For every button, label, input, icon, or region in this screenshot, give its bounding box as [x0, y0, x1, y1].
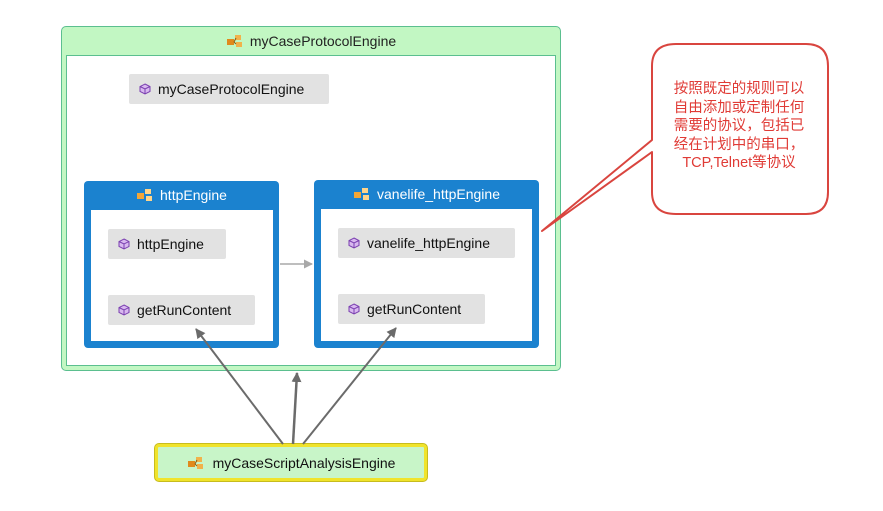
method-cube-icon: [348, 237, 360, 249]
class-icon: [136, 187, 154, 203]
method-cube-icon: [139, 83, 151, 95]
vanelife-engine-header: vanelife_httpEngine: [314, 183, 539, 205]
method-cube-icon: [348, 303, 360, 315]
callout-text: 按照既定的规则可以 自由添加或定制任何 需要的协议，包括已 经在计划中的串口， …: [673, 81, 805, 171]
vanelife-engine-getruncontent-label: getRunContent: [367, 301, 462, 317]
http-engine-title: httpEngine: [160, 187, 227, 203]
script-analysis-engine-class-box[interactable]: myCaseScriptAnalysisEngine: [155, 444, 427, 481]
outer-member-label: myCaseProtocolEngine: [158, 81, 305, 97]
vanelife-engine-getruncontent-chip[interactable]: getRunContent: [338, 294, 485, 324]
vanelife-engine-member-chip[interactable]: vanelife_httpEngine: [338, 228, 515, 258]
vanelife-engine-title: vanelife_httpEngine: [377, 186, 500, 202]
vanelife-engine-member-label: vanelife_httpEngine: [367, 235, 490, 251]
http-engine-header: httpEngine: [84, 184, 279, 206]
class-icon: [226, 33, 244, 49]
http-engine-getruncontent-label: getRunContent: [137, 302, 232, 318]
script-analysis-engine-title: myCaseScriptAnalysisEngine: [212, 454, 396, 471]
outer-class-title: myCaseProtocolEngine: [249, 33, 397, 49]
http-engine-getruncontent-chip[interactable]: getRunContent: [108, 295, 255, 325]
class-icon: [187, 455, 205, 471]
outer-member-chip[interactable]: myCaseProtocolEngine: [129, 74, 329, 104]
method-cube-icon: [118, 238, 130, 250]
class-icon: [353, 186, 371, 202]
method-cube-icon: [118, 304, 130, 316]
http-engine-member-label: httpEngine: [137, 236, 204, 252]
outer-class-header: myCaseProtocolEngine: [61, 30, 561, 52]
http-engine-member-chip[interactable]: httpEngine: [108, 229, 226, 259]
